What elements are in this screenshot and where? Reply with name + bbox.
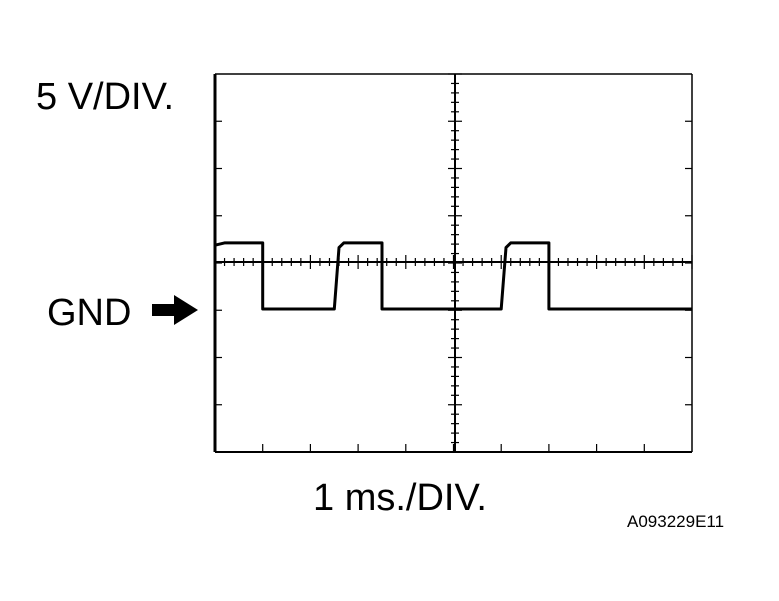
figure-code: A093229E11	[627, 512, 725, 531]
waveform-trace	[214, 241, 692, 311]
gnd-arrow-icon	[152, 295, 198, 325]
volts-per-div-label: 5 V/DIV.	[36, 76, 175, 118]
square-wave-line	[214, 241, 692, 311]
ground-label: GND	[47, 292, 132, 334]
time-per-div-label: 1 ms./DIV.	[313, 477, 487, 519]
